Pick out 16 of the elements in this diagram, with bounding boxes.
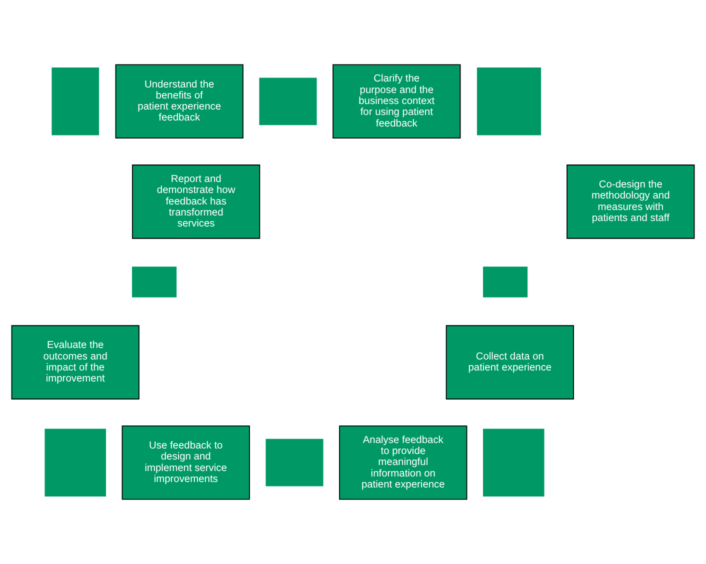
node-box: Analyse feedback to provide meaningful information on patient experience <box>339 425 468 500</box>
node-box <box>259 78 317 126</box>
node-box: Report and demonstrate how feedback has transformed services <box>132 164 260 239</box>
node-box <box>476 68 542 136</box>
node-box <box>52 68 100 136</box>
node-box: Use feedback to design and implement service improvements <box>122 425 250 500</box>
node-box: Evaluate the outcomes and impact of the improvement <box>11 325 140 400</box>
node-box: Understand the benefits of patient experience feedback <box>115 64 244 139</box>
node-box <box>483 266 528 298</box>
node-box <box>266 438 324 486</box>
node-box <box>132 266 177 298</box>
node-box: Co-design the methodology and measures with patients and staff <box>566 164 695 239</box>
node-box: Collect data on patient experience <box>446 325 574 400</box>
node-box <box>44 428 106 496</box>
node-box <box>483 428 544 496</box>
node-box: Clarify the purpose and the business context for using patient feedback <box>332 64 461 139</box>
